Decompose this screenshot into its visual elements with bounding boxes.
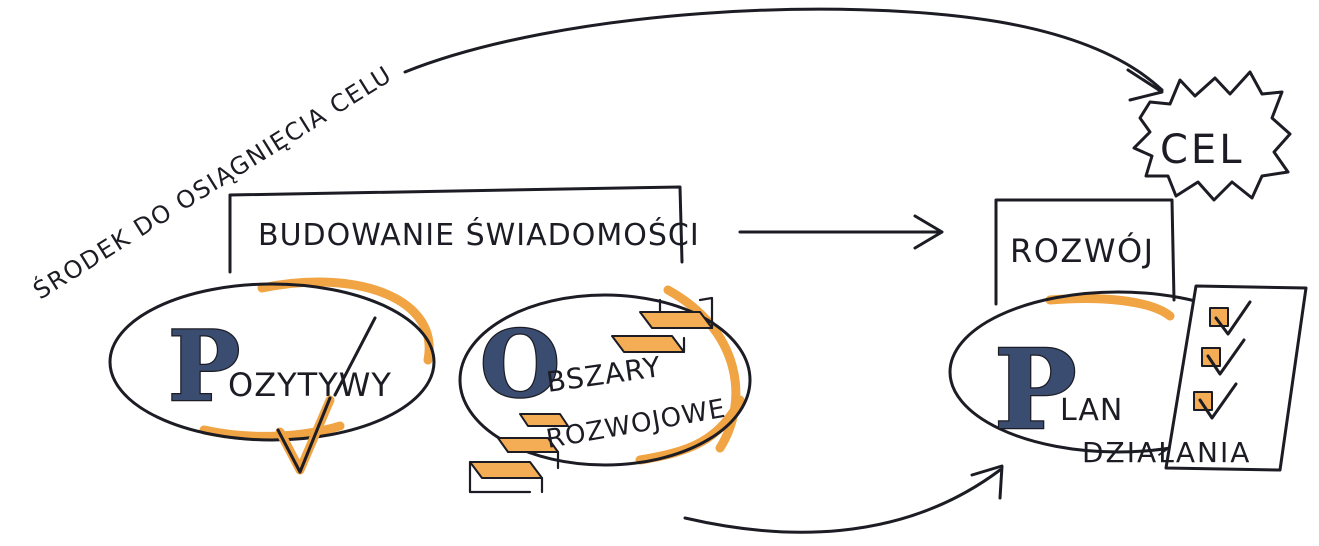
bottom-arrow xyxy=(685,466,1002,532)
goal-label: CEL xyxy=(1160,127,1245,173)
awareness-bracket: BUDOWANIE ŚWIADOMOŚCI xyxy=(230,187,700,272)
areas-line1: BSZARY xyxy=(544,350,663,399)
positive-rest: OZYTYWY xyxy=(228,366,392,404)
top-arrow xyxy=(405,9,1162,100)
plan-line2: DZIAŁANIA xyxy=(1082,436,1251,469)
awareness-label: BUDOWANIE ŚWIADOMOŚCI xyxy=(258,216,700,253)
development-label: ROZWÓJ xyxy=(1010,231,1155,270)
areas-initial: O xyxy=(480,310,560,418)
plan-initial: P xyxy=(994,325,1077,454)
plan-node: P LAN DZIAŁANIA xyxy=(950,286,1306,470)
development-bracket: ROZWÓJ xyxy=(996,200,1174,304)
means-label: ŚRODEK DO OSIĄGNIĘCIA CELU xyxy=(27,58,397,305)
areas-node: O BSZARY ROZWOJOWE xyxy=(460,290,750,492)
middle-arrow xyxy=(740,216,942,248)
positive-node: P OZYTYWY xyxy=(110,282,434,472)
plan-rest: LAN xyxy=(1060,393,1123,428)
goal-burst: CEL xyxy=(1134,72,1290,200)
